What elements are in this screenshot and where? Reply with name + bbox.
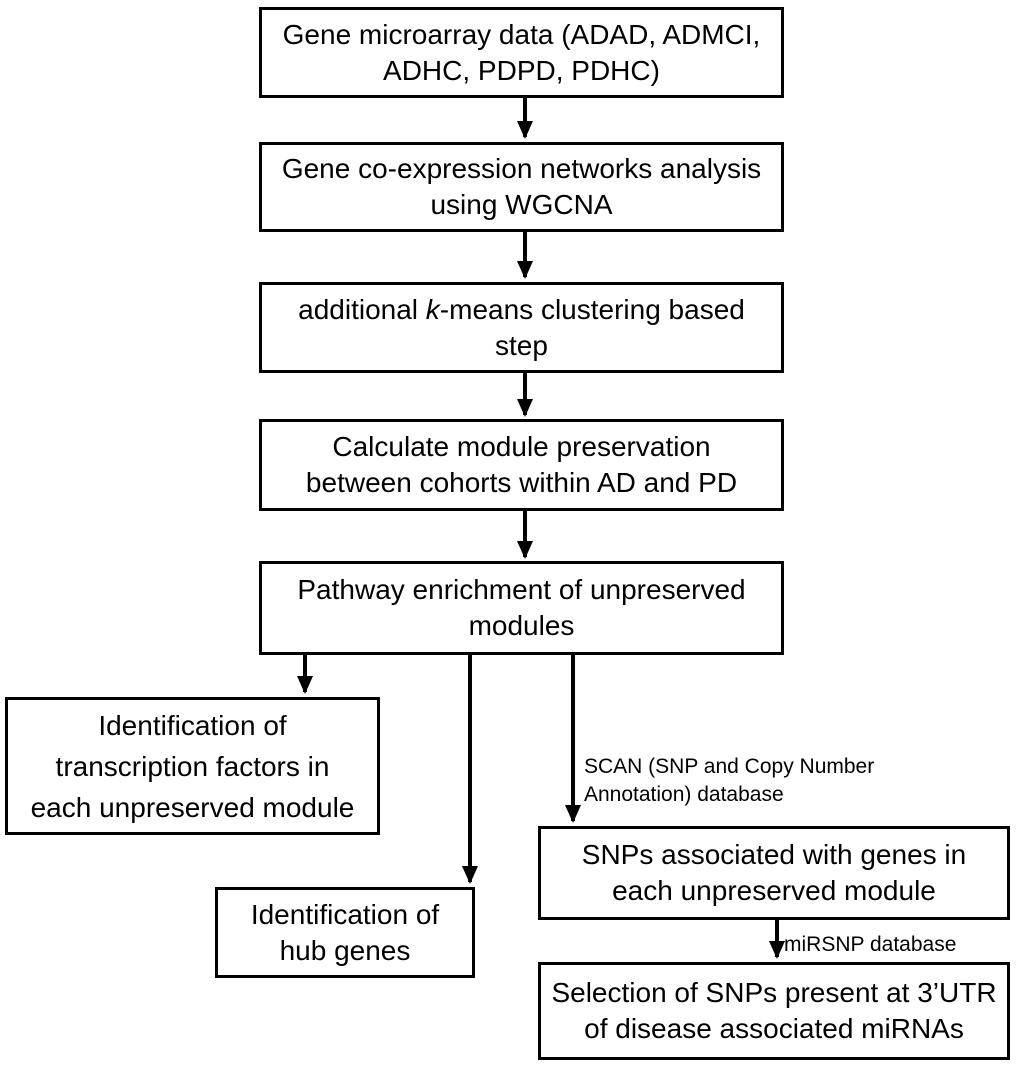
- scan-database-label: SCAN (SNP and Copy Number Annotation) da…: [584, 753, 874, 809]
- box-text-line: Identification of: [250, 898, 440, 930]
- box-snp-selection: Selection of SNPs present at 3’UTR of di…: [538, 962, 1010, 1060]
- box-text-line: ADHC, PDPD, PDHC): [383, 54, 660, 86]
- kmeans-text-post: -means clustering based: [439, 293, 745, 325]
- box-text-line: Gene microarray data (ADAD, ADMCI,: [282, 18, 761, 50]
- box-snps-associated: SNPs associated with genes in each unpre…: [538, 826, 1010, 920]
- mirsnp-database-label: miRSNP database: [784, 931, 956, 959]
- box-text-line: Identification of: [98, 709, 287, 741]
- box-text-line: each unpreserved module: [612, 875, 936, 906]
- box-text-line: hub genes: [279, 934, 411, 966]
- box-text-line: Selection of SNPs present at 3’UTR: [551, 977, 997, 1008]
- box-gene-microarray-data: Gene microarray data (ADAD, ADMCI, ADHC,…: [259, 7, 784, 98]
- box-text-line: Calculate module preservation: [332, 431, 711, 462]
- box-text-line: additional k-means clustering based: [298, 292, 745, 328]
- box-text-line: transcription factors in: [55, 750, 330, 782]
- box-kmeans-clustering: additional k-means clustering based step: [259, 282, 784, 373]
- box-text-line: using WGCNA: [430, 189, 613, 220]
- box-hub-genes: Identification of hub genes: [215, 887, 475, 978]
- box-text-line: Gene co-expression networks analysis: [281, 153, 762, 184]
- kmeans-text-pre: additional: [298, 293, 426, 325]
- box-text-line: modules: [468, 610, 575, 641]
- box-module-preservation: Calculate module preservation between co…: [259, 419, 784, 511]
- scan-database-label-line: SCAN (SNP and Copy Number: [584, 755, 875, 778]
- box-text-line: each unpreserved module: [30, 791, 355, 823]
- box-text-line: between cohorts within AD and PD: [305, 467, 738, 498]
- kmeans-italic-k: k: [425, 293, 440, 325]
- box-text-line: Pathway enrichment of unpreserved: [297, 574, 746, 605]
- box-wgcna-analysis: Gene co-expression networks analysis usi…: [259, 142, 784, 232]
- box-text-line: step: [495, 329, 548, 361]
- box-text-line: of disease associated miRNAs: [584, 1013, 964, 1044]
- box-text-line: SNPs associated with genes in: [581, 839, 967, 870]
- box-pathway-enrichment: Pathway enrichment of unpreserved module…: [259, 561, 784, 655]
- mirsnp-database-label-line: miRSNP database: [784, 933, 957, 956]
- box-transcription-factors: Identification of transcription factors …: [5, 697, 380, 835]
- scan-database-label-line: Annotation) database: [584, 783, 784, 806]
